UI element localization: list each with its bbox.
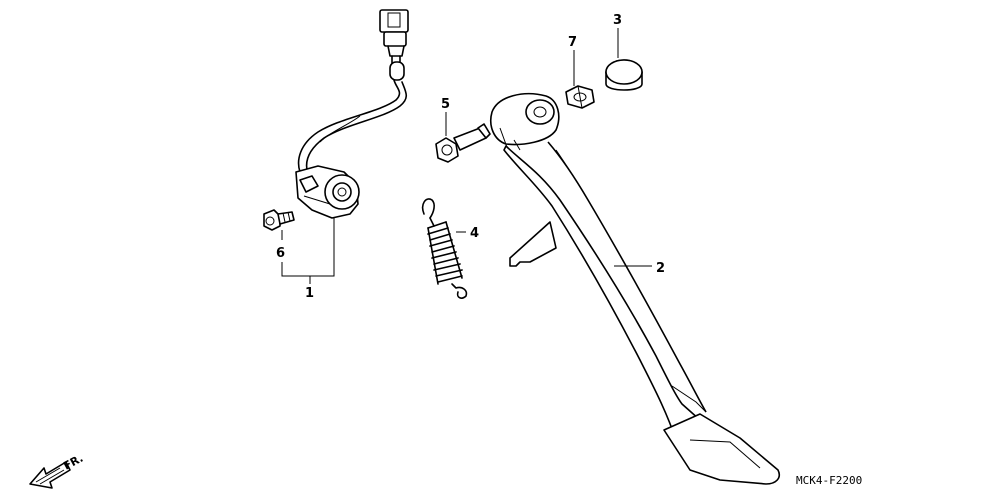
diagram-code: MCK4-F2200: [796, 474, 862, 487]
cap-3[interactable]: [605, 59, 643, 91]
bolt-6[interactable]: [263, 209, 295, 231]
return-spring-4[interactable]: [421, 198, 468, 299]
leader-lines: [281, 28, 652, 284]
callout-7: 7: [568, 35, 577, 50]
direction-label: FR.: [61, 452, 85, 473]
front-direction-arrow: FR.: [29, 452, 85, 489]
callout-5: 5: [441, 97, 450, 112]
side-stand-switch[interactable]: [295, 9, 409, 219]
callout-1: 1: [305, 286, 314, 301]
pivot-bolt-5[interactable]: [435, 123, 491, 163]
callout-2: 2: [656, 261, 665, 276]
side-stand-2[interactable]: [490, 92, 781, 485]
callout-3: 3: [613, 13, 622, 28]
callout-6: 6: [276, 246, 285, 261]
nut-7[interactable]: [565, 85, 595, 109]
callout-4: 4: [470, 226, 479, 241]
